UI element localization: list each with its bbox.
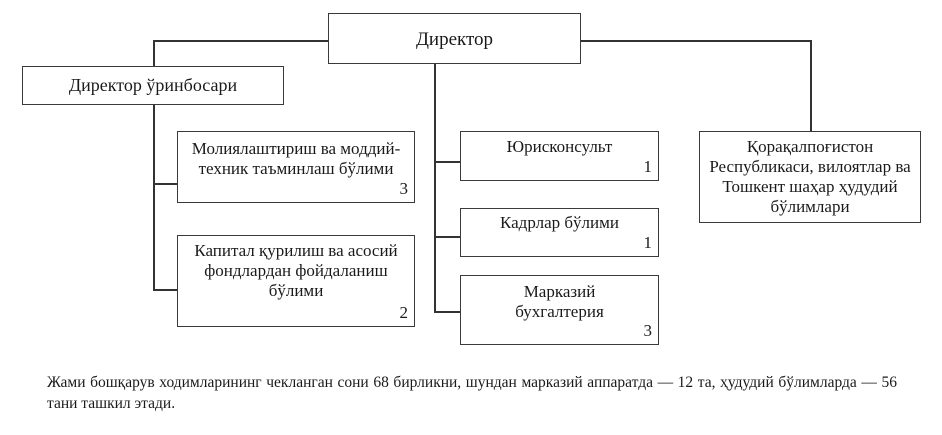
- unit-count: 2: [399, 303, 409, 322]
- connector-director-regional-v: [810, 40, 812, 132]
- connector-director-deputy-v: [153, 40, 155, 67]
- deputy-box: Директор ўринбосари: [22, 66, 284, 105]
- unit-box-kadrlar: Кадрлар бўлими 1: [460, 208, 659, 257]
- regional-box: Қорақалпоғистон Республикаси, вилоятлар …: [699, 131, 921, 223]
- regional-label: Қорақалпоғистон Республикаси, вилоятлар …: [709, 137, 911, 216]
- connector-deputy-kapital: [153, 289, 178, 291]
- connector-director-deputy-h: [153, 40, 329, 42]
- connector-deputy-trunk: [153, 104, 155, 290]
- unit-label: Юрисконсульт: [506, 137, 613, 156]
- unit-box-kapital: Капитал қурилиш ва асосий фондлардан фой…: [177, 235, 415, 327]
- connector-director-kadrlar: [434, 236, 461, 238]
- unit-count: 3: [643, 321, 653, 340]
- director-box: Директор: [328, 13, 581, 64]
- unit-count: 3: [399, 179, 409, 198]
- unit-label: Капитал қурилиш ва асосий фондлардан фой…: [194, 241, 398, 300]
- staff-note: Жами бошқарув ходимларининг чекланган со…: [47, 374, 897, 412]
- connector-director-regional-h: [579, 40, 811, 42]
- connector-director-yuris: [434, 161, 461, 163]
- deputy-label: Директор ўринбосари: [68, 75, 238, 95]
- connector-deputy-moliya: [153, 183, 178, 185]
- unit-label: Кадрлар бўлими: [500, 213, 619, 232]
- unit-box-moliya: Молиялаштириш ва моддий-техник таъминлаш…: [177, 131, 415, 203]
- unit-label: Молиялаштириш ва моддий-техник таъминлаш…: [191, 139, 401, 178]
- connector-director-buxgalteriya: [434, 311, 461, 313]
- unit-box-yuriskonsult: Юрисконсульт 1: [460, 131, 659, 181]
- unit-count: 1: [643, 157, 653, 176]
- unit-count: 1: [643, 233, 653, 252]
- connector-director-trunk: [434, 63, 436, 312]
- unit-box-buxgalteriya: Марказий бухгалтерия 3: [460, 275, 659, 345]
- director-label: Директор: [415, 29, 494, 50]
- unit-label: Марказий бухгалтерия: [515, 282, 604, 321]
